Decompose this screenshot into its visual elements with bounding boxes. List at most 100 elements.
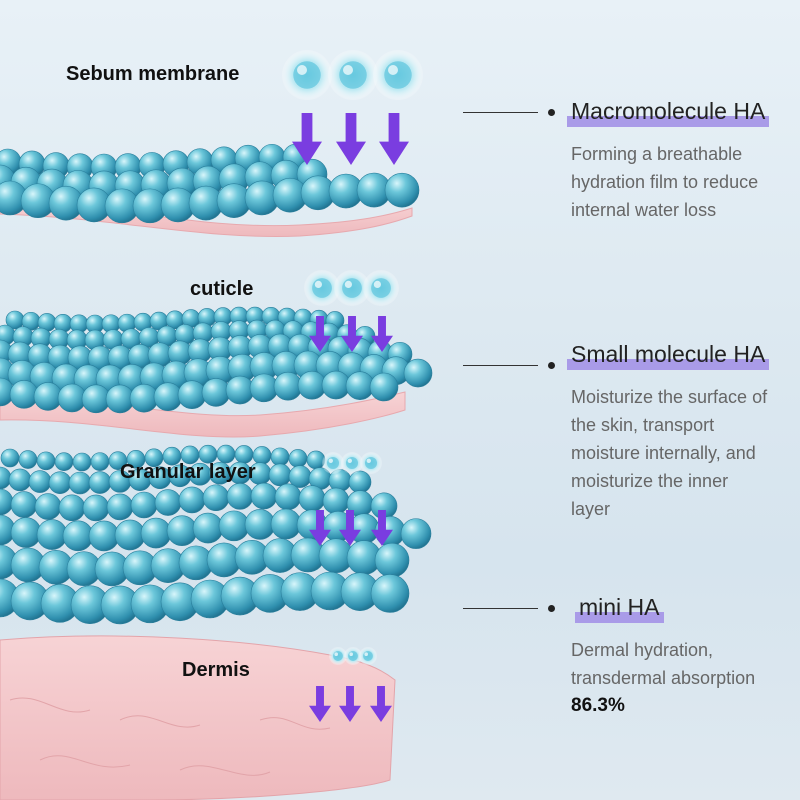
water-bead bbox=[370, 574, 410, 613]
dermis-texture bbox=[9, 697, 331, 776]
water-bead bbox=[274, 483, 302, 511]
water-bead bbox=[403, 358, 433, 388]
water-bead bbox=[72, 452, 92, 472]
bullet-dot bbox=[548, 362, 555, 369]
water-bead bbox=[166, 515, 198, 546]
info-description: Moisturize the surface of the skin, tran… bbox=[571, 387, 768, 519]
water-bead bbox=[48, 471, 72, 494]
info-description: Dermal hydration, transdermal absorption… bbox=[571, 636, 771, 720]
bullet-dot bbox=[548, 109, 555, 116]
arrow-down bbox=[309, 316, 331, 352]
water-bead bbox=[250, 482, 278, 510]
leader-line bbox=[463, 365, 538, 366]
arrow-down bbox=[309, 686, 331, 722]
ha-molecule bbox=[329, 647, 347, 665]
layer-label-dermis: Dermis bbox=[182, 659, 250, 681]
arrow-down bbox=[371, 510, 393, 546]
water-bead bbox=[348, 470, 372, 494]
absorption-value: 86.3% bbox=[571, 695, 625, 716]
water-bead bbox=[54, 452, 74, 472]
water-bead bbox=[192, 512, 224, 544]
water-bead bbox=[298, 485, 326, 512]
arrow-down bbox=[379, 113, 409, 165]
water-bead bbox=[36, 519, 68, 550]
water-bead bbox=[384, 172, 420, 208]
ha-molecule bbox=[304, 270, 340, 306]
info-title: mini HA bbox=[575, 594, 664, 623]
water-bead bbox=[58, 494, 86, 522]
ha-molecule bbox=[363, 270, 399, 306]
water-bead bbox=[369, 372, 399, 402]
ha-molecule bbox=[334, 270, 370, 306]
water-bead bbox=[130, 491, 158, 519]
water-bead bbox=[10, 517, 42, 548]
water-bead bbox=[400, 518, 432, 549]
leader-line bbox=[463, 608, 538, 609]
water-bead bbox=[88, 520, 120, 552]
arrow-down bbox=[336, 113, 366, 165]
water-bead bbox=[28, 470, 52, 493]
cuticle-skin-sheet bbox=[0, 391, 406, 438]
water-bead bbox=[10, 491, 38, 518]
water-bead bbox=[34, 493, 62, 520]
water-bead bbox=[288, 449, 308, 468]
ha-molecule bbox=[359, 647, 377, 665]
arrow-down bbox=[370, 686, 392, 722]
ha-molecule bbox=[328, 50, 378, 100]
ha-molecule bbox=[322, 452, 344, 474]
leader-line bbox=[463, 112, 538, 113]
water-bead bbox=[9, 380, 39, 409]
water-bead bbox=[0, 448, 20, 468]
water-bead bbox=[106, 493, 134, 521]
arrow-down bbox=[371, 316, 393, 352]
water-bead bbox=[154, 489, 182, 516]
info-description: Forming a breathable hydration film to r… bbox=[571, 144, 759, 220]
water-bead bbox=[62, 520, 94, 552]
bullet-dot bbox=[548, 605, 555, 612]
water-bead bbox=[178, 486, 206, 514]
water-bead bbox=[226, 483, 254, 510]
water-bead bbox=[218, 510, 250, 542]
arrow-down bbox=[341, 316, 363, 352]
water-bead bbox=[114, 519, 146, 551]
water-bead bbox=[244, 509, 276, 540]
water-bead bbox=[82, 494, 110, 522]
ha-molecule bbox=[282, 50, 332, 100]
arrow-down bbox=[339, 510, 361, 546]
water-bead bbox=[8, 468, 32, 492]
arrow-down bbox=[339, 686, 361, 722]
ha-molecule bbox=[373, 50, 423, 100]
sebum-bead-layer bbox=[0, 143, 420, 224]
cuticle-bead-layer bbox=[0, 306, 433, 414]
layer-label-granular: Granular layer bbox=[120, 461, 256, 483]
water-bead bbox=[18, 450, 38, 469]
ha-molecule bbox=[344, 647, 362, 665]
ha-molecule bbox=[360, 452, 382, 474]
water-bead bbox=[202, 484, 230, 512]
water-bead bbox=[153, 382, 183, 412]
water-bead bbox=[140, 517, 172, 549]
water-bead bbox=[90, 452, 110, 471]
water-bead bbox=[322, 487, 350, 515]
water-bead bbox=[270, 508, 302, 540]
water-bead bbox=[88, 471, 112, 494]
water-bead bbox=[36, 451, 56, 471]
penetration-arrows bbox=[292, 113, 409, 722]
water-bead bbox=[225, 375, 255, 405]
info-title: Small molecule HA bbox=[567, 341, 770, 370]
water-bead bbox=[306, 450, 326, 470]
arrow-down bbox=[309, 510, 331, 546]
water-bead bbox=[268, 463, 292, 487]
ha-molecule bbox=[341, 452, 363, 474]
info-title: Macromolecule HA bbox=[567, 98, 770, 127]
water-bead bbox=[374, 542, 410, 578]
water-bead bbox=[270, 447, 290, 467]
granular-bead-layer bbox=[0, 444, 432, 625]
ha-molecules bbox=[282, 50, 423, 665]
water-bead bbox=[68, 471, 92, 495]
arrow-down bbox=[292, 113, 322, 165]
water-bead bbox=[201, 378, 231, 407]
water-bead bbox=[177, 380, 207, 410]
layer-label-cuticle: cuticle bbox=[190, 278, 254, 300]
